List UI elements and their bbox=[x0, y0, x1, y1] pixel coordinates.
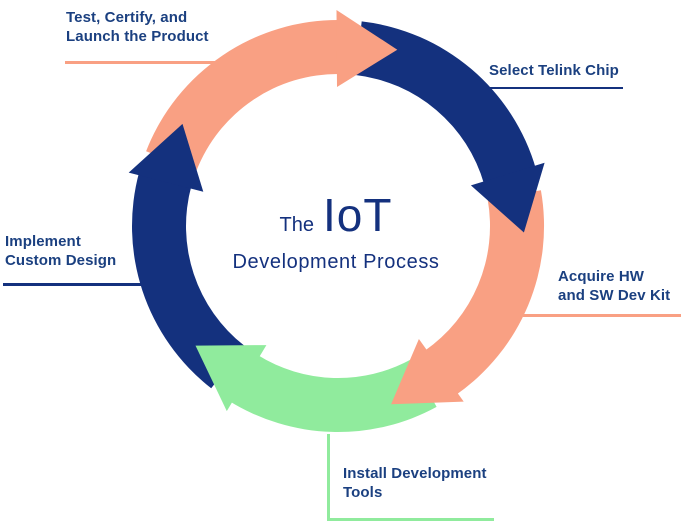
arrow-implement-design-arc bbox=[132, 171, 245, 389]
arrow-install-tools-arc bbox=[228, 354, 437, 433]
label-install-tools: Install Development Tools bbox=[343, 464, 487, 502]
arrow-acquire-kit-arc bbox=[424, 190, 545, 396]
title-iot: IoT bbox=[322, 189, 393, 241]
arrow-install-tools-head bbox=[195, 345, 267, 412]
label-line: Tools bbox=[343, 484, 383, 501]
label-acquire-kit: Acquire HW and SW Dev Kit bbox=[558, 267, 670, 305]
arrow-test-certify-head bbox=[336, 10, 398, 87]
label-line: Test, Certify, and bbox=[66, 9, 188, 26]
diagram-title: The IoT Development Process bbox=[232, 191, 439, 274]
arrow-acquire-kit-head bbox=[391, 339, 464, 405]
label-test-certify: Test, Certify, and Launch the Product bbox=[66, 8, 209, 46]
label-line: Acquire HW bbox=[558, 268, 645, 285]
title-the: The bbox=[279, 214, 314, 236]
title-subtitle: Development Process bbox=[232, 251, 440, 273]
arrow-select-chip-head bbox=[470, 162, 545, 233]
label-select-chip: Select Telink Chip bbox=[489, 61, 619, 80]
label-line: and SW Dev Kit bbox=[558, 287, 671, 304]
label-line: Launch the Product bbox=[66, 28, 209, 45]
callout-line-implement-design bbox=[3, 283, 142, 286]
title-row: The IoT bbox=[232, 191, 439, 249]
label-line: Select Telink Chip bbox=[489, 62, 619, 79]
arrow-implement-design-head bbox=[128, 123, 204, 192]
label-implement-design: Implement Custom Design bbox=[5, 232, 116, 270]
label-line: Install Development bbox=[343, 465, 487, 482]
label-line: Implement bbox=[5, 233, 81, 250]
callout-line-test-certify bbox=[65, 61, 232, 64]
arrow-select-chip-arc bbox=[355, 21, 536, 185]
callout-line-acquire-kit bbox=[523, 314, 681, 317]
arrow-test-certify-arc bbox=[146, 19, 341, 171]
callout-line-install-tools-horizontal bbox=[327, 518, 494, 521]
callout-line-install-tools-vertical bbox=[327, 434, 330, 521]
label-line: Custom Design bbox=[5, 252, 117, 269]
callout-line-select-chip bbox=[477, 87, 623, 89]
